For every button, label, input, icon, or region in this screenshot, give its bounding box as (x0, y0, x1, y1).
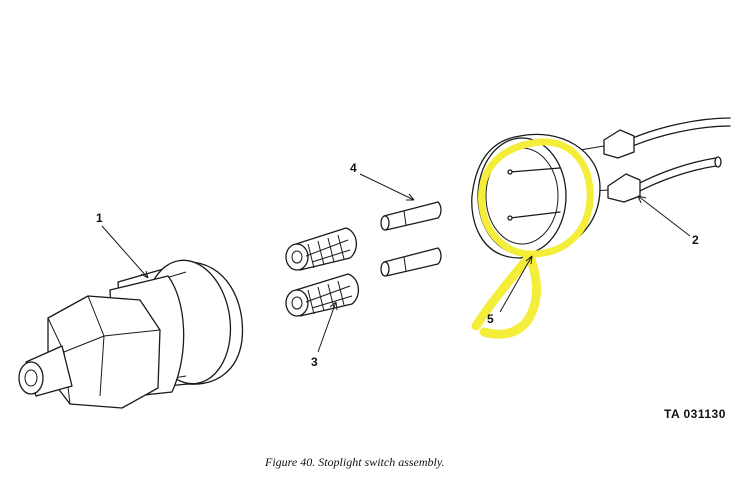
contact-pin-lower-part (380, 247, 442, 277)
leader-lines (101, 173, 691, 353)
contact-pin-upper-part (380, 201, 442, 231)
connector-part (471, 117, 731, 259)
spring-lower-part (285, 273, 359, 317)
ta-number: TA 031130 (664, 407, 726, 421)
callout-3-label: 3 (311, 355, 318, 369)
spring-upper-part (285, 227, 357, 271)
highlight-markup (471, 138, 594, 339)
figure-caption: Figure 40. Stoplight switch assembly. (264, 455, 445, 469)
callout-5-label: 5 (487, 312, 494, 326)
switch-body-part (18, 259, 244, 409)
callout-2-label: 2 (692, 233, 699, 247)
callout-4-label: 4 (350, 161, 357, 175)
callout-1-label: 1 (96, 211, 103, 225)
